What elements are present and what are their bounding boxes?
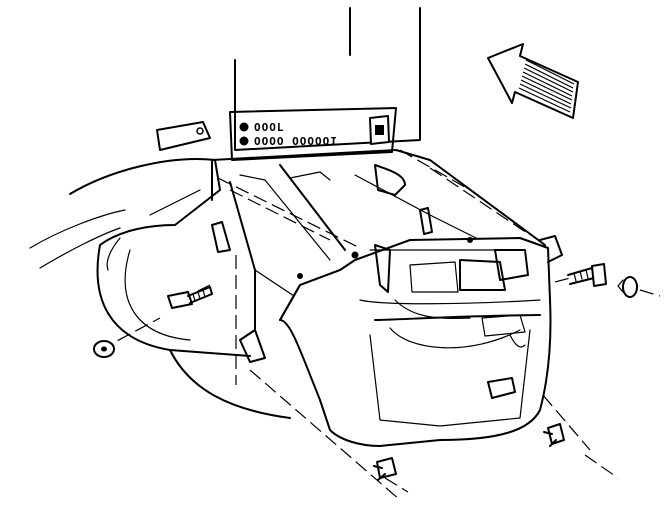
alignment-dashed-lines <box>99 149 661 501</box>
clip-right-retainer <box>617 276 638 298</box>
push-pin-bottom-right <box>543 423 565 447</box>
console-bracket <box>211 149 546 363</box>
lower-instrument-panel <box>29 158 291 419</box>
small-clip-upper <box>297 237 473 279</box>
trim-plate <box>156 121 211 151</box>
switch-knob-icon <box>239 136 249 146</box>
push-pin-bottom-left <box>373 457 397 481</box>
clip-left-retainer <box>93 340 115 358</box>
switch-knob-icon <box>239 122 249 132</box>
forward-direction-arrow <box>487 43 579 119</box>
switch-bezel-panel: OOOL OOOO OOOOOI <box>229 7 421 161</box>
screw-left <box>167 286 213 309</box>
screw-right <box>567 263 607 287</box>
console-trim-panel <box>279 235 563 447</box>
switch-label-2: OOOO OOOOOI <box>254 135 338 148</box>
switch-label-1: OOOL <box>254 121 285 134</box>
